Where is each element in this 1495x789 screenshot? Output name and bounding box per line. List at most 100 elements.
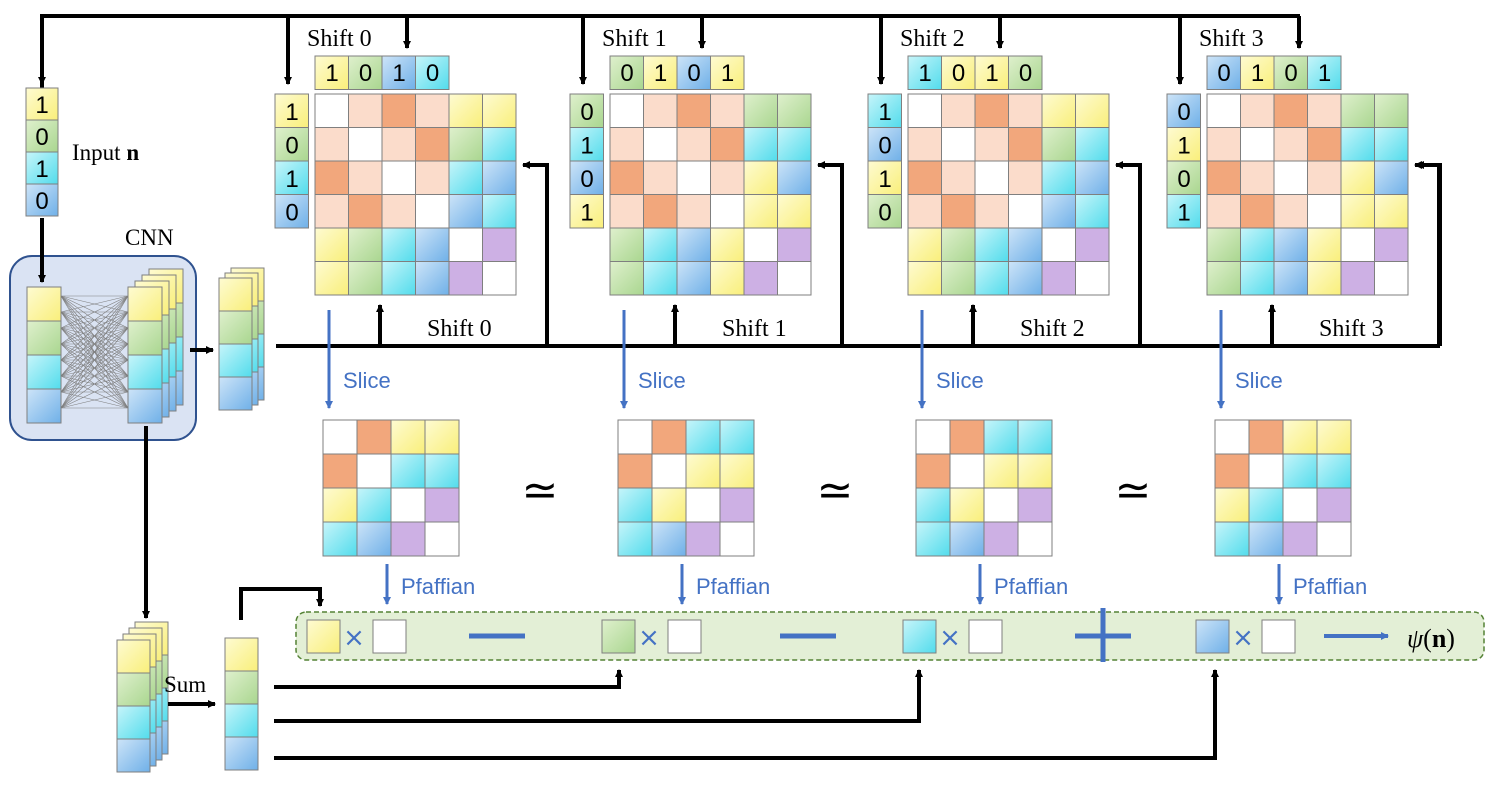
input-bit-text: 1 <box>35 156 48 183</box>
left-bit-cell <box>569 93 604 128</box>
big-matrix-cell <box>609 127 644 162</box>
big-matrix-cell <box>777 227 812 262</box>
left-bit-text: 1 <box>285 99 298 126</box>
product-panel <box>295 608 1485 662</box>
top-bit-text: 1 <box>918 60 931 87</box>
shift-mid-label: Shift 1 <box>722 316 787 342</box>
big-matrix-cell <box>348 261 383 296</box>
big-matrix-cell <box>974 93 1009 128</box>
arrows <box>38 16 1442 760</box>
big-matrix-cell <box>381 127 416 162</box>
left-bit-text: 1 <box>580 200 593 227</box>
small-matrix-cell <box>1214 419 1250 455</box>
small-matrix-cell <box>719 419 755 455</box>
nn-connection <box>60 295 129 313</box>
small-matrix-cell <box>719 521 755 557</box>
big-matrix-cell <box>381 261 416 296</box>
small-matrix-cell <box>685 453 721 489</box>
small-matrix-cell <box>915 419 951 455</box>
left-bit-cell <box>867 127 902 162</box>
small-matrix-cell <box>1316 487 1352 523</box>
big-matrix-cell <box>643 261 678 296</box>
top-bit-cell <box>609 55 644 90</box>
big-matrix-cell <box>1240 127 1275 162</box>
top-bit-text: 0 <box>426 60 439 87</box>
top-bit-cell <box>1240 55 1275 90</box>
big-matrix-cell <box>710 127 745 162</box>
small-matrix-cell <box>1214 487 1250 523</box>
big-matrix-cell <box>609 160 644 195</box>
big-matrix-cell <box>381 194 416 229</box>
product-factor-white <box>372 619 407 654</box>
input-bit-text: 0 <box>35 124 48 151</box>
top-bit-cell <box>941 55 976 90</box>
product-factor-white <box>667 619 702 654</box>
left-bit-cell <box>569 127 604 162</box>
output-label: ψ(n) <box>1407 624 1455 653</box>
big-matrix-cell <box>314 127 349 162</box>
big-matrix-cell <box>348 127 383 162</box>
big-matrix-cell <box>974 227 1009 262</box>
left-bit-text: 1 <box>1177 200 1190 227</box>
product-factor-colored <box>601 619 636 654</box>
left-bit-text: 0 <box>878 200 891 227</box>
big-matrix-cell <box>1075 194 1110 229</box>
big-matrix-cell <box>643 194 678 229</box>
bit-vectors <box>25 55 1342 773</box>
nn-connection <box>60 375 129 409</box>
approx-symbol: ≃ <box>522 465 559 516</box>
small-matrix-cell <box>685 521 721 557</box>
small-matrix-cell <box>1316 419 1352 455</box>
times-symbol: × <box>1232 623 1254 653</box>
small-matrix-cell <box>983 521 1019 557</box>
small-matrix-cell <box>1248 419 1284 455</box>
big-matrix-cell <box>415 160 450 195</box>
big-matrix-cell <box>710 93 745 128</box>
big-matrix-cell <box>1041 93 1076 128</box>
big-matrix-cell <box>907 194 942 229</box>
bus-end-arrow <box>1416 161 1442 346</box>
big-matrix-cell <box>1008 194 1043 229</box>
small-matrix-cell <box>356 453 392 489</box>
big-matrix-cell <box>1240 261 1275 296</box>
big-matrix-cell <box>676 194 711 229</box>
left-bit-text: 1 <box>1177 133 1190 160</box>
small-matrix-cell <box>390 521 426 557</box>
small-matrix-cell <box>1248 453 1284 489</box>
left-bit-cell <box>274 127 309 162</box>
cnn-output-cell <box>218 277 253 312</box>
top-bit-text: 0 <box>1217 60 1230 87</box>
big-matrix-cell <box>1273 227 1308 262</box>
small-matrix-cell <box>1248 521 1284 557</box>
small-matrix-cell <box>915 487 951 523</box>
big-matrix-cell <box>1340 261 1375 296</box>
times-symbol: × <box>638 623 660 653</box>
sum-to-product-arrow <box>274 669 923 723</box>
small-matrix-cell <box>983 453 1019 489</box>
big-matrix-cell <box>609 227 644 262</box>
big-matrix-cell <box>1340 227 1375 262</box>
nn-connection <box>60 327 129 409</box>
big-matrix-cell <box>1206 261 1241 296</box>
top-bit-text: 0 <box>1019 60 1032 87</box>
big-matrix-cell <box>1206 194 1241 229</box>
pfaffian-label: Pfaffian <box>401 574 475 599</box>
product-factor-white <box>1261 619 1296 654</box>
big-matrix-cell <box>1307 127 1342 162</box>
cnn-output-cell <box>218 343 253 378</box>
sum-to-product-arrow <box>274 669 623 689</box>
big-matrix-cell <box>1340 194 1375 229</box>
small-matrix-cell <box>390 453 426 489</box>
top-bit-text: 1 <box>721 60 734 87</box>
big-matrix-cell <box>1240 227 1275 262</box>
big-matrix-cell <box>448 261 483 296</box>
stacked-output-cell <box>116 639 151 674</box>
nn-connection <box>60 391 129 409</box>
shift-title: Shift 2 <box>900 26 965 52</box>
small-matrix-cell <box>390 419 426 455</box>
top-bit-text: 1 <box>1251 60 1264 87</box>
stacked-output-cell <box>116 705 151 740</box>
left-bit-text: 0 <box>878 133 891 160</box>
big-matrix-cell <box>643 127 678 162</box>
